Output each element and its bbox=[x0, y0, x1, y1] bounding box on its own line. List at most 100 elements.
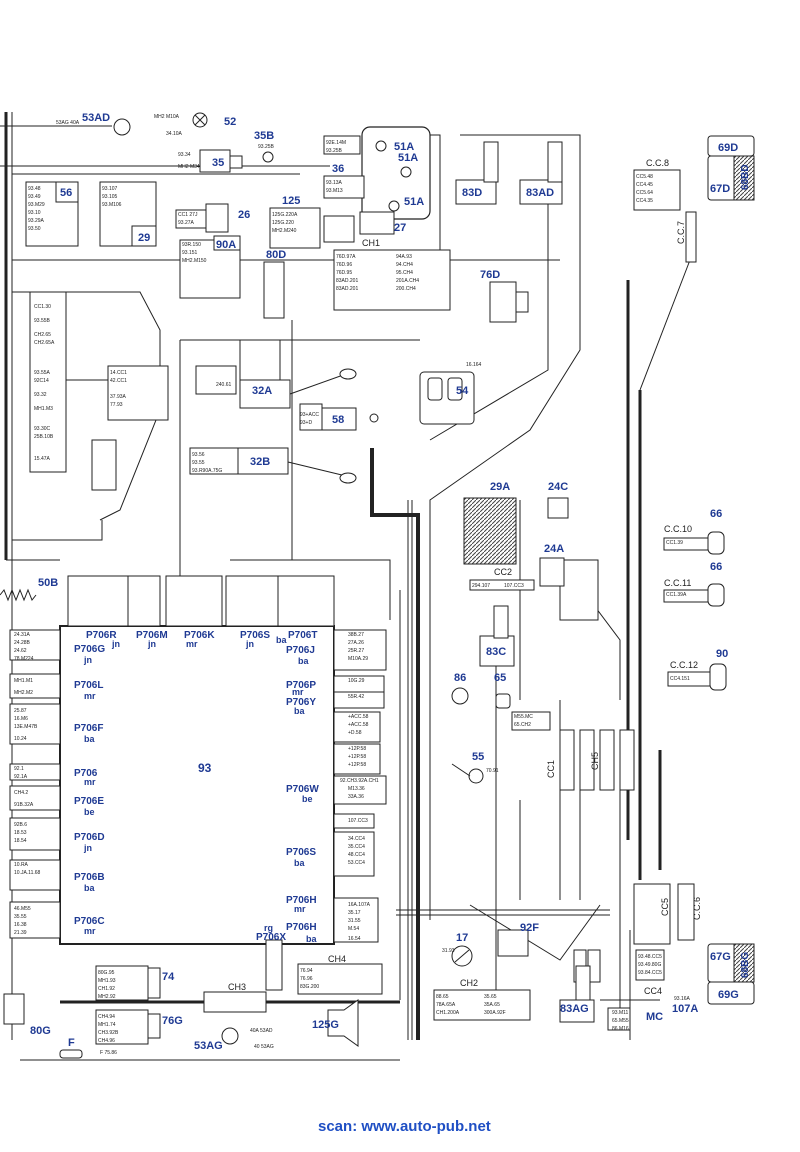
svg-text:CH4.96: CH4.96 bbox=[98, 1038, 115, 1044]
label-65: 65 bbox=[494, 672, 506, 684]
svg-text:CC4.35: CC4.35 bbox=[636, 198, 653, 204]
color-code: ba bbox=[294, 706, 305, 716]
label-P706R: P706R bbox=[86, 630, 117, 641]
svg-text:CH1.200A: CH1.200A bbox=[436, 1010, 460, 1016]
label-51A: 51A bbox=[394, 141, 414, 153]
svg-text:MH1.M3: MH1.M3 bbox=[34, 406, 53, 412]
svg-text:83G.200: 83G.200 bbox=[300, 984, 319, 990]
label-P706T: P706T bbox=[288, 630, 317, 641]
svg-text:CC1.39A: CC1.39A bbox=[666, 592, 687, 598]
svg-text:42.CC1: 42.CC1 bbox=[110, 378, 127, 384]
label-125: 125 bbox=[282, 195, 300, 207]
scan-credit: scan: www.auto-pub.net bbox=[318, 1118, 491, 1135]
color-code: ba bbox=[306, 934, 317, 944]
label-58: 58 bbox=[332, 414, 344, 426]
label-P706S: P706S bbox=[286, 847, 316, 858]
svg-text:93.30C: 93.30C bbox=[34, 426, 51, 432]
label-86: 86 bbox=[454, 672, 466, 684]
svg-text:25R.27: 25R.27 bbox=[348, 648, 364, 654]
color-code: jn bbox=[83, 655, 92, 665]
svg-text:10G.29: 10G.29 bbox=[348, 678, 365, 684]
label-P706P: P706P bbox=[286, 680, 316, 691]
svg-text:93.107: 93.107 bbox=[102, 186, 118, 192]
svg-text:93.55A: 93.55A bbox=[34, 370, 51, 376]
svg-text:16.38: 16.38 bbox=[14, 922, 27, 928]
label-76D: 76D bbox=[480, 269, 500, 281]
label-83C: 83C bbox=[486, 646, 506, 658]
svg-text:M.54: M.54 bbox=[348, 926, 359, 932]
svg-text:CC1.39: CC1.39 bbox=[666, 540, 683, 546]
svg-text:27A.26: 27A.26 bbox=[348, 640, 364, 646]
svg-text:33A.36: 33A.36 bbox=[348, 794, 364, 800]
label-P706X: P706X bbox=[256, 932, 286, 943]
label-53AD: 53AD bbox=[82, 112, 110, 124]
svg-text:93.M11: 93.M11 bbox=[612, 1010, 629, 1016]
svg-text:91B.32A: 91B.32A bbox=[14, 802, 34, 808]
label-107A: 107A bbox=[672, 1003, 698, 1015]
svg-text:24.31A: 24.31A bbox=[14, 632, 31, 638]
svg-text:86.M16: 86.M16 bbox=[612, 1026, 629, 1032]
svg-text:16.54: 16.54 bbox=[348, 936, 361, 942]
svg-text:107.CC3: 107.CC3 bbox=[348, 818, 368, 824]
svg-text:MH2.M240: MH2.M240 bbox=[272, 228, 297, 234]
label-P706B: P706B bbox=[74, 872, 105, 883]
svg-text:76.96: 76.96 bbox=[300, 976, 313, 982]
component-boxes bbox=[3, 112, 755, 1059]
label-P706K: P706K bbox=[184, 630, 215, 641]
svg-text:92E.14M: 92E.14M bbox=[326, 140, 346, 146]
svg-text:CH2.65: CH2.65 bbox=[34, 332, 51, 338]
svg-text:294.107: 294.107 bbox=[472, 583, 490, 589]
label-29: 29 bbox=[138, 232, 150, 244]
svg-text:CH2.65A: CH2.65A bbox=[34, 340, 55, 346]
label-P706D: P706D bbox=[74, 832, 105, 843]
label-53AG: 53AG bbox=[194, 1040, 223, 1052]
label-24C: 24C bbox=[548, 481, 568, 493]
svg-text:CH1.92: CH1.92 bbox=[98, 986, 115, 992]
wire-tag: 40A 53AD bbox=[250, 1028, 273, 1034]
color-code: be bbox=[302, 794, 313, 804]
label-69D: 69D bbox=[718, 142, 738, 154]
label-125G: 125G bbox=[312, 1019, 339, 1031]
svg-text:18.53: 18.53 bbox=[14, 830, 27, 836]
svg-text:78A.65A: 78A.65A bbox=[436, 1002, 456, 1008]
svg-text:+12P.58: +12P.58 bbox=[348, 746, 366, 752]
svg-text:MH1.93: MH1.93 bbox=[98, 978, 116, 984]
label-CC11: C.C.11 bbox=[664, 578, 691, 588]
svg-text:201A.CH4: 201A.CH4 bbox=[396, 278, 419, 284]
svg-text:78.M224: 78.M224 bbox=[14, 656, 34, 662]
svg-text:94A.93: 94A.93 bbox=[396, 254, 412, 260]
svg-text:+ACC.58: +ACC.58 bbox=[348, 714, 369, 720]
wire-tag: MH2 M10A bbox=[154, 114, 180, 120]
svg-text:+12P.58: +12P.58 bbox=[348, 754, 366, 760]
label-P706F: P706F bbox=[74, 723, 103, 734]
svg-text:CC1.30: CC1.30 bbox=[34, 304, 51, 310]
svg-text:125G.220A: 125G.220A bbox=[272, 212, 298, 218]
label-74: 74 bbox=[162, 971, 175, 983]
wire-tag: MH2 M34 bbox=[178, 164, 200, 170]
svg-text:76D.97A: 76D.97A bbox=[336, 254, 356, 260]
label-54: 54 bbox=[456, 385, 469, 397]
label-50B: 50B bbox=[38, 577, 58, 589]
wire-tag: 93.25B bbox=[258, 144, 275, 150]
label-P706H: P706H bbox=[286, 895, 317, 906]
label-52: 52 bbox=[224, 116, 236, 128]
label-51A: 51A bbox=[404, 196, 424, 208]
svg-text:93.M29: 93.M29 bbox=[28, 202, 45, 208]
svg-text:80G.95: 80G.95 bbox=[98, 970, 115, 976]
label-CC6: C.C.6 bbox=[692, 897, 702, 920]
svg-text:93+ACC: 93+ACC bbox=[300, 412, 319, 418]
label-CC12: C.C.12 bbox=[670, 660, 698, 670]
color-code: jn bbox=[245, 639, 254, 649]
color-code: jn bbox=[111, 639, 120, 649]
svg-text:107.CC3: 107.CC3 bbox=[504, 583, 524, 589]
label-68BG: 68BG bbox=[740, 952, 751, 978]
svg-text:200.CH4: 200.CH4 bbox=[396, 286, 416, 292]
label-P706H: P706H bbox=[286, 922, 317, 933]
label-P706C: P706C bbox=[74, 916, 105, 927]
label-27: 27 bbox=[394, 222, 406, 234]
label-P706Y: P706Y bbox=[286, 697, 316, 708]
svg-text:93.M106: 93.M106 bbox=[102, 202, 122, 208]
wire-tag: CC1 27J bbox=[178, 212, 198, 218]
label-CC2: CC2 bbox=[494, 567, 512, 577]
svg-text:93.49.80G: 93.49.80G bbox=[638, 962, 661, 968]
